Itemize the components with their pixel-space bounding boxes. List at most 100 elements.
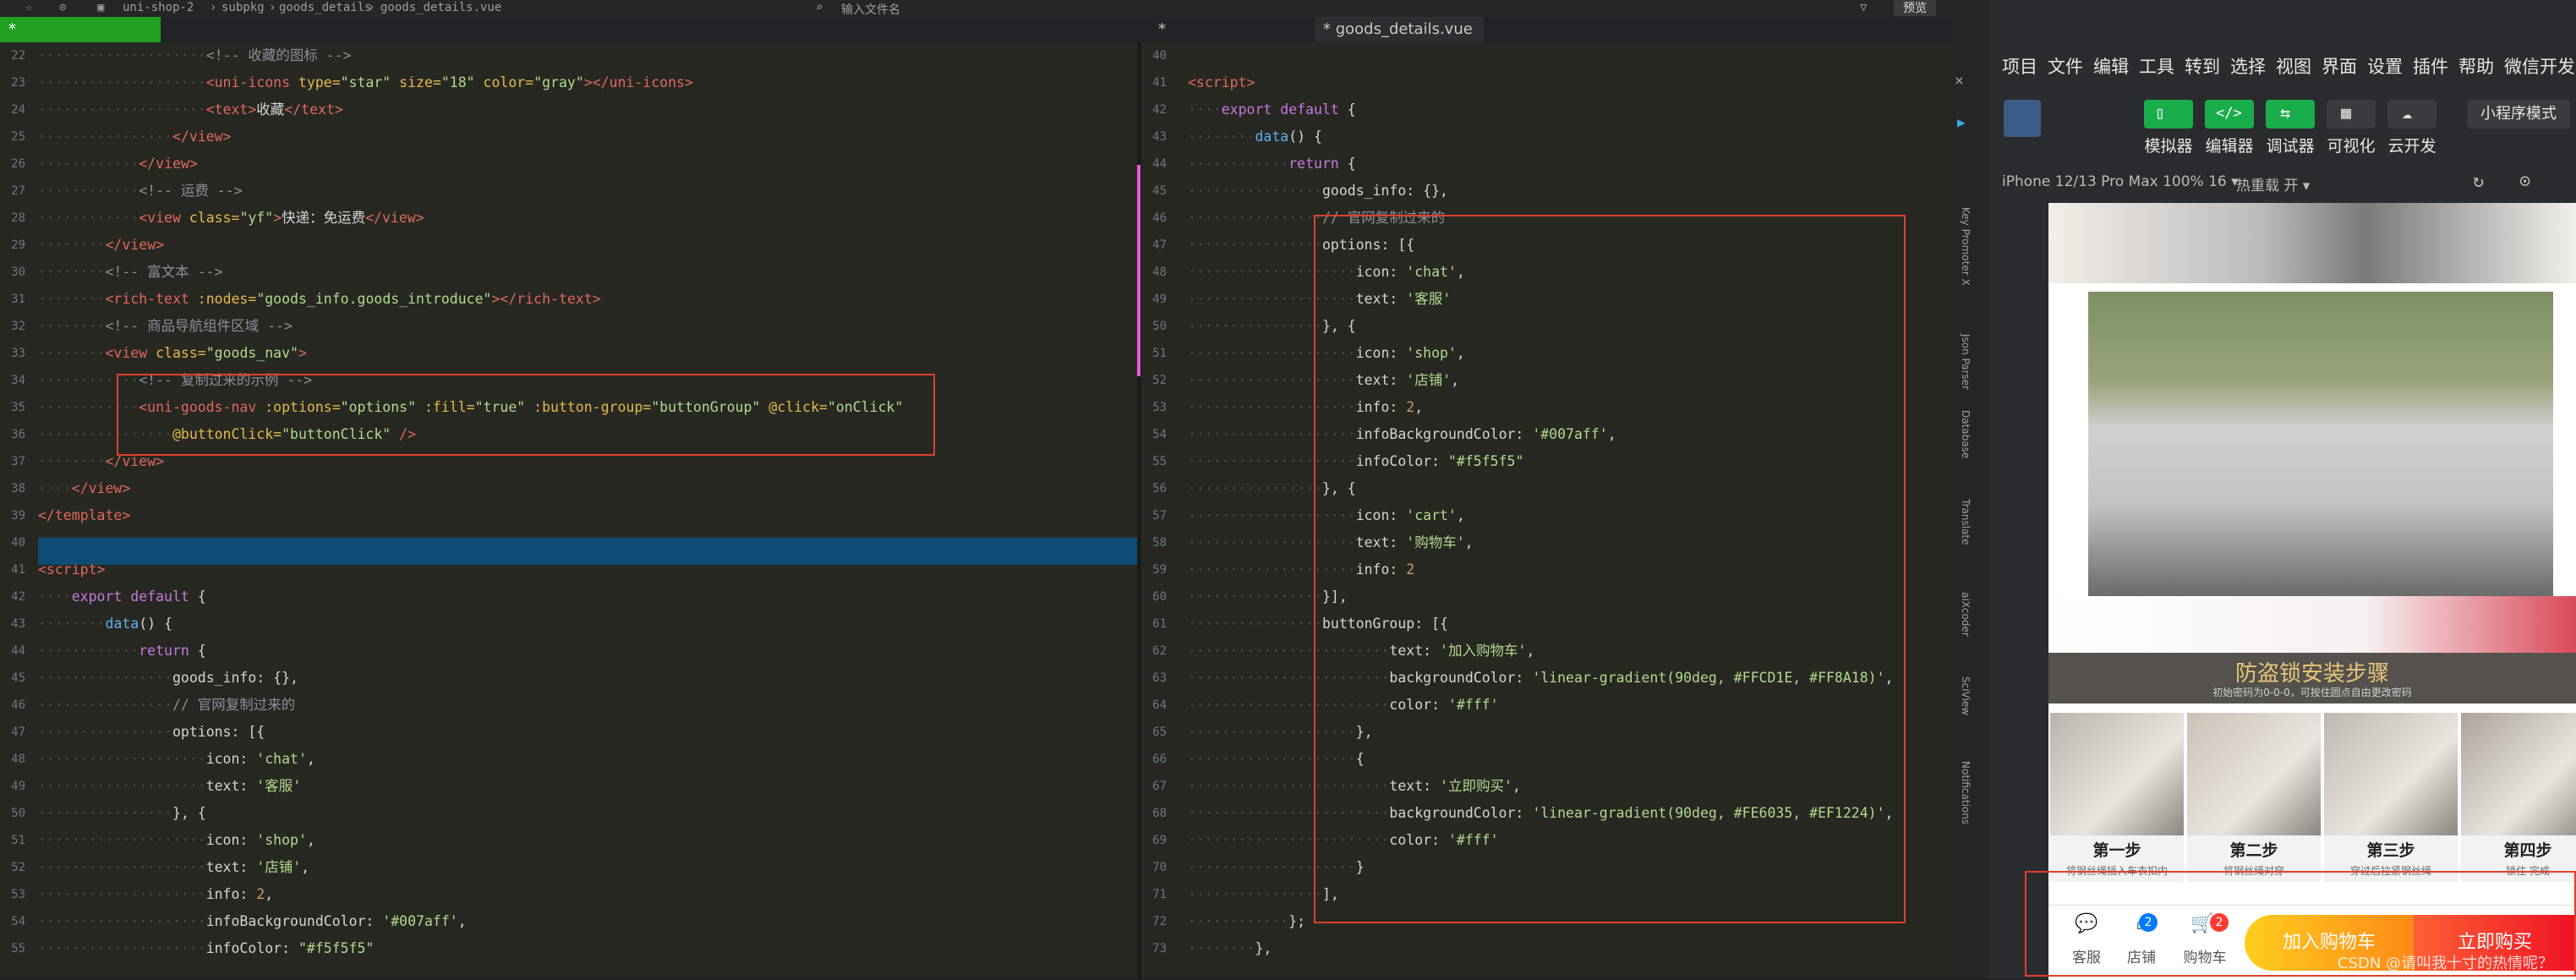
breadcrumb-file[interactable]: goods_details.vue	[380, 1, 502, 14]
code-line[interactable]: 39</template>	[0, 502, 1137, 529]
code-line[interactable]: 46················// 官网复制过来的	[1141, 205, 1951, 232]
star-icon[interactable]: ☆	[25, 1, 33, 14]
simulator-button[interactable]	[2144, 100, 2193, 129]
code-line[interactable]: 36················@buttonClick="buttonCl…	[0, 421, 1137, 448]
tool-tab-translate[interactable]: Translate	[1960, 499, 1972, 545]
code-line[interactable]: 28············<view class="yf">快递：免运费</v…	[0, 205, 1137, 232]
menu-item[interactable]: 界面	[2322, 57, 2357, 77]
code-line[interactable]: 62························text: '加入购物车',	[1141, 638, 1951, 665]
menu-item[interactable]: 微信开发	[2504, 57, 2575, 77]
code-line[interactable]: 55····················infoColor: "#f5f5f…	[0, 935, 1137, 962]
code-line[interactable]: 64························color: '#fff'	[1141, 692, 1951, 719]
close-icon[interactable]: ×	[1955, 72, 1964, 90]
code-line[interactable]: 44············return {	[1141, 151, 1951, 178]
tab-right-file-1[interactable]: * goods_details.vue	[1158, 20, 1295, 63]
menu-item[interactable]: 项目	[2002, 57, 2037, 77]
file-search-input[interactable]: 输入文件名	[841, 3, 900, 17]
buy-now-button[interactable]: 立即购买	[2414, 915, 2576, 971]
code-line[interactable]: 47················options: [{	[1141, 232, 1951, 259]
plugin-icon[interactable]: ▶	[1957, 114, 1966, 130]
code-line[interactable]: 45················goods_info: {},	[1141, 178, 1951, 205]
code-line[interactable]: 22····················<!-- 收藏的图标 -->	[0, 42, 1137, 69]
menu-item[interactable]: 视图	[2276, 57, 2311, 77]
code-line[interactable]: 27············<!-- 运费 -->	[0, 178, 1137, 205]
code-line[interactable]: 44············return {	[0, 638, 1137, 665]
code-line[interactable]: 26············</view>	[0, 151, 1137, 178]
menu-item[interactable]: 选择	[2230, 57, 2266, 77]
cloud-button[interactable]	[2387, 100, 2437, 129]
code-line[interactable]: 68························backgroundColo…	[1141, 800, 1951, 827]
editor-button[interactable]	[2205, 100, 2254, 129]
code-line[interactable]: 52····················text: '店铺',	[0, 854, 1137, 881]
breadcrumb-project[interactable]: uni-shop-2	[123, 1, 194, 14]
mode-select[interactable]: 小程序模式	[2467, 100, 2570, 129]
tool-tab-key-promoter-x[interactable]: Key Promoter X	[1960, 207, 1972, 286]
breadcrumb-folder[interactable]: subpkg	[222, 1, 265, 14]
code-line[interactable]: 33········<view class="goods_nav">	[0, 340, 1137, 367]
hot-reload-toggle[interactable]: 热重载 开 ▾	[2236, 178, 2311, 194]
code-line[interactable]: 50················}, {	[0, 800, 1137, 827]
code-line[interactable]: 73········},	[1141, 935, 1951, 962]
code-line[interactable]: 25················</view>	[0, 123, 1137, 151]
code-line[interactable]: 49····················text: '客服'	[0, 773, 1137, 800]
code-line[interactable]: 60················}],	[1141, 583, 1951, 610]
nav-option-chat[interactable]: 客服	[2072, 950, 2101, 966]
code-line[interactable]: 46················// 官网复制过来的	[0, 692, 1137, 719]
code-line[interactable]: 45················goods_info: {},	[0, 665, 1137, 692]
filter-icon[interactable]: ▽	[1860, 1, 1868, 14]
code-line[interactable]: 69························color: '#fff'	[1141, 827, 1951, 854]
breadcrumb-folder[interactable]: goods_details	[279, 1, 372, 14]
editor-divider[interactable]	[1137, 42, 1141, 979]
tool-tab-json-parser[interactable]: Json Parser	[1960, 334, 1972, 391]
code-line[interactable]: 63························backgroundColo…	[1141, 665, 1951, 692]
menu-item[interactable]: 插件	[2413, 57, 2448, 77]
code-line[interactable]: 54····················infoBackgroundColo…	[0, 908, 1137, 935]
code-line[interactable]: 40	[1141, 42, 1951, 69]
code-line[interactable]: 50················}, {	[1141, 313, 1951, 340]
visual-button[interactable]	[2327, 100, 2376, 129]
code-line[interactable]: 23····················<uni-icons type="s…	[0, 69, 1137, 96]
debugger-button[interactable]	[2266, 100, 2315, 129]
code-line[interactable]: 41<script>	[1141, 69, 1951, 96]
code-line[interactable]: 40	[0, 529, 1137, 556]
code-line[interactable]: 67························text: '立即购买',	[1141, 773, 1951, 800]
chat-icon[interactable]: 💬	[2075, 913, 2098, 934]
code-line[interactable]: 61················buttonGroup: [{	[1141, 610, 1951, 638]
code-line[interactable]: 37········</view>	[0, 448, 1137, 475]
tab-right-file-2[interactable]: * goods_details.vue	[1315, 17, 1484, 42]
code-line[interactable]: 47················options: [{	[0, 719, 1137, 746]
menu-item[interactable]: 帮助	[2458, 57, 2494, 77]
nav-option-cart[interactable]: 购物车	[2183, 950, 2227, 966]
tool-tab-sciview[interactable]: SciView	[1960, 676, 1972, 716]
code-line[interactable]: 51····················icon: 'shop',	[0, 827, 1137, 854]
code-line[interactable]: 29········</view>	[0, 232, 1137, 259]
code-line[interactable]: 41<script>	[0, 556, 1137, 583]
code-line[interactable]: 35············<uni-goods-nav :options="o…	[0, 394, 1137, 421]
code-line[interactable]: 24····················<text>收藏</text>	[0, 96, 1137, 123]
code-line[interactable]: 42····export default {	[1141, 96, 1951, 123]
code-line[interactable]: 42····export default {	[0, 583, 1137, 610]
stop-icon[interactable]: ⊙	[2519, 171, 2531, 192]
code-line[interactable]: 56················}, {	[1141, 475, 1951, 502]
device-select[interactable]: iPhone 12/13 Pro Max 100% 16 ▾	[2002, 173, 2239, 190]
code-line[interactable]: 38····</view>	[0, 475, 1137, 502]
code-line[interactable]: 53····················info: 2,	[0, 881, 1137, 908]
history-icon[interactable]: ⊙	[59, 1, 67, 14]
menu-item[interactable]: 设置	[2367, 57, 2403, 77]
preview-button[interactable]: 预览	[1894, 0, 1936, 16]
nav-option-shop[interactable]: 店铺	[2127, 950, 2156, 966]
menu-item[interactable]: 编辑	[2093, 57, 2129, 77]
code-line[interactable]: 32········<!-- 商品导航组件区域 -->	[0, 313, 1137, 340]
avatar[interactable]	[2004, 100, 2041, 137]
menu-item[interactable]: 文件	[2048, 57, 2083, 77]
code-line[interactable]: 30········<!-- 富文本 -->	[0, 259, 1137, 286]
code-line[interactable]: 72············};	[1141, 908, 1951, 935]
tool-tab-aixcoder[interactable]: aiXcoder	[1960, 592, 1972, 637]
code-line[interactable]: 34············<!-- 复制过来的示例 -->	[0, 367, 1137, 394]
menu-item[interactable]: 工具	[2139, 57, 2174, 77]
tab-left-file[interactable]: * goods_details.vue	[0, 17, 161, 63]
refresh-icon[interactable]: ↻	[2473, 171, 2485, 192]
code-editor-left[interactable]: 22····················<!-- 收藏的图标 -->23··…	[0, 42, 1137, 979]
code-line[interactable]: 31········<rich-text :nodes="goods_info.…	[0, 286, 1137, 313]
